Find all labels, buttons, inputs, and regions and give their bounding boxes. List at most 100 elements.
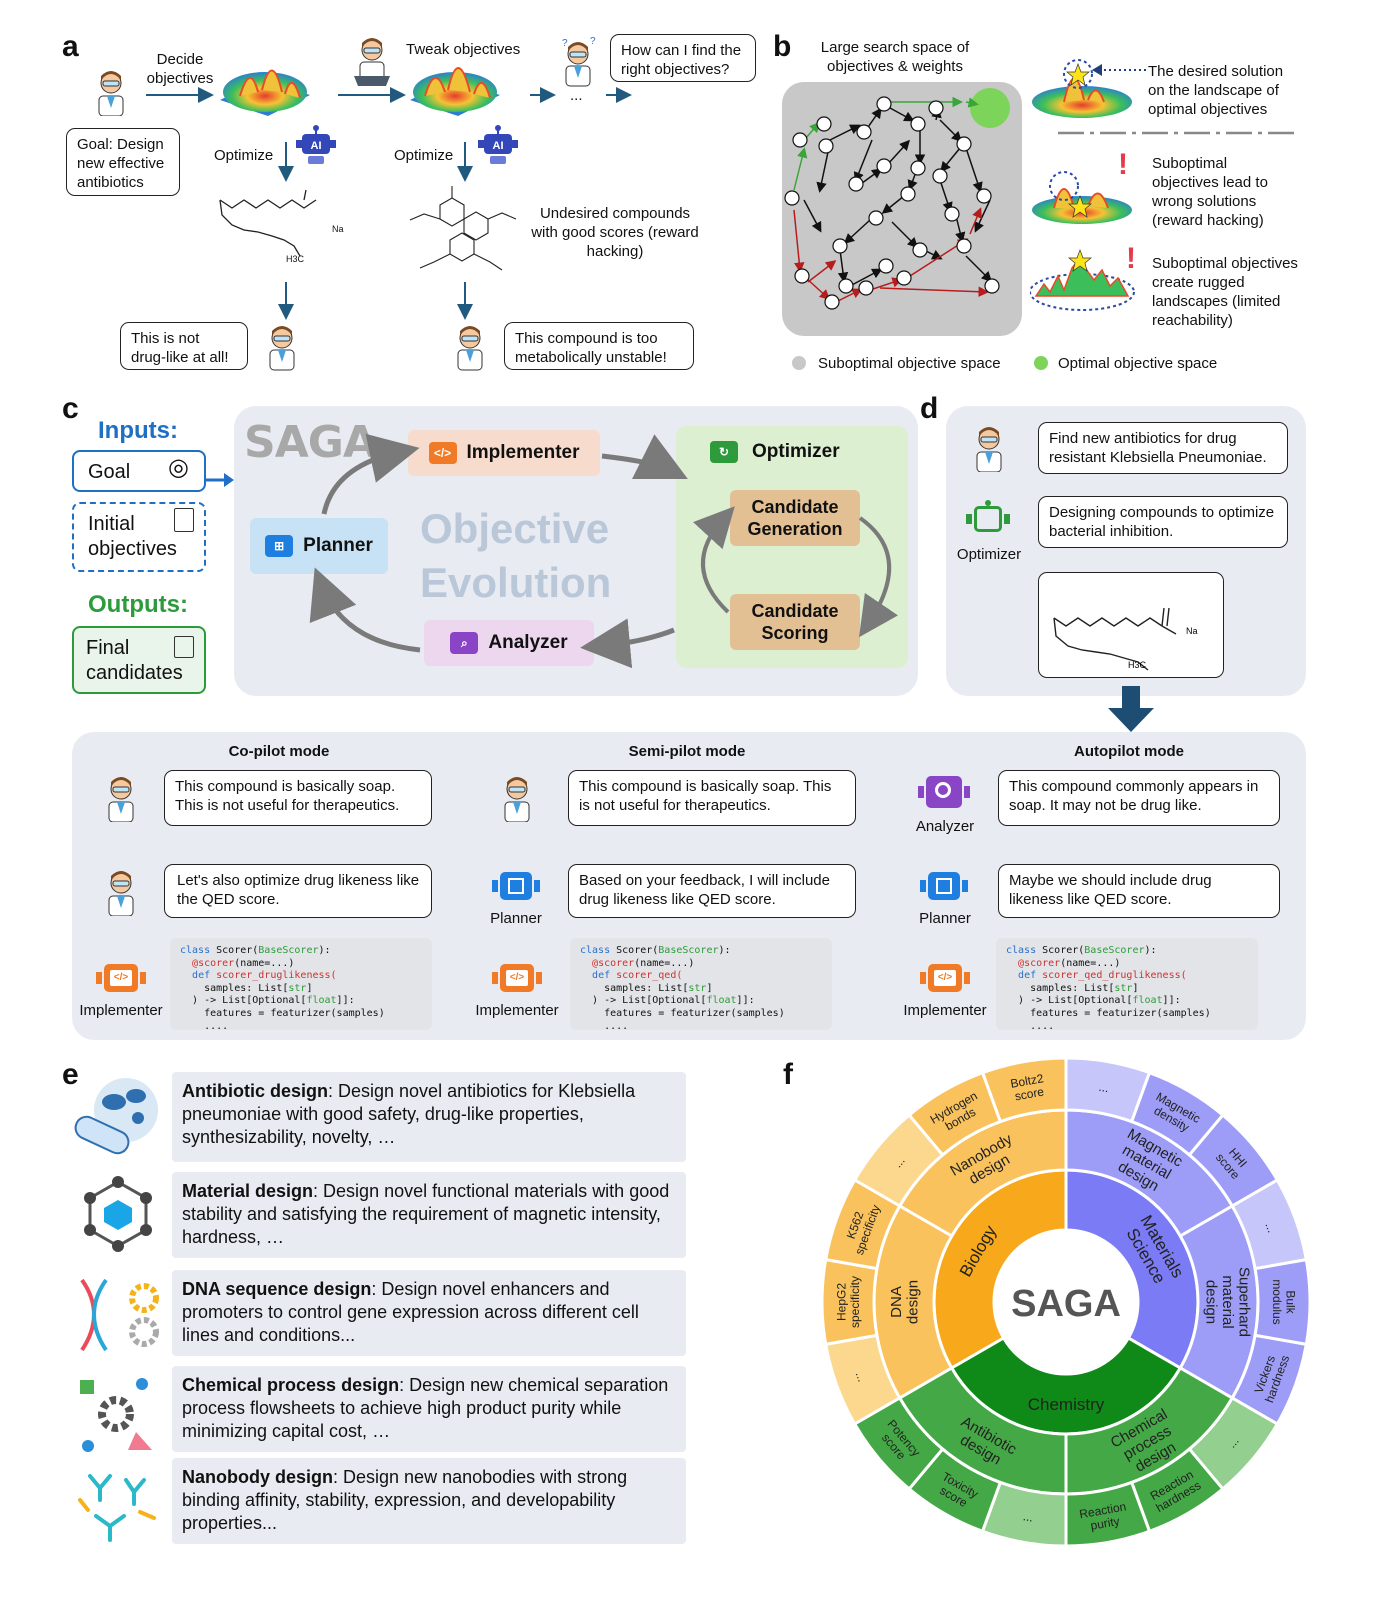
scientist-icon [98, 71, 124, 116]
analyzer-box: ⌕ Analyzer [424, 620, 594, 666]
optimize-label: Optimize [214, 147, 274, 164]
panel-label-f: f [783, 1058, 793, 1091]
goal-label: Goal [88, 461, 131, 483]
implementer-robot-icon-1: </> [96, 958, 146, 998]
copilot-bubble-2: Let's also optimize drug likeness like t… [164, 864, 432, 918]
outer-segment-1 [907, 1070, 1003, 1158]
analyzer-robot-icon [918, 770, 970, 814]
initial-objectives-label: Initial objectives [88, 513, 177, 560]
outer-label-6: ... [1098, 1080, 1110, 1096]
panel-label-e: e [62, 1058, 79, 1091]
tweak-objectives-label: Tweak objectives [406, 41, 521, 58]
implementer-robot-icon-2: </> [492, 958, 542, 998]
autopilot-bubble-2: Maybe we should include drug likeness li… [998, 864, 1280, 918]
request-bubble: Find new antibiotics for drug resistant … [1038, 422, 1288, 474]
molecule-sketch-1 [219, 189, 317, 257]
ai-robot-icon-2: AI [478, 125, 518, 164]
outer-segment-5 [823, 1333, 902, 1427]
outer-label-4: HepG2specificity [835, 1276, 862, 1328]
semipilot-title: Semi-pilot mode [628, 743, 746, 760]
goal-bubble: Goal: Design new effective antibiotics [66, 128, 180, 196]
analyzer-icon: ⌕ [450, 632, 479, 654]
svg-text:?: ? [562, 38, 568, 49]
complaint-bubble-1: This is not drug-like at all! [120, 322, 248, 370]
methyl-label: H3C [286, 254, 305, 264]
task-card-antibiotic: Antibiotic design: Design novel antibiot… [172, 1072, 686, 1162]
sunburst-center [994, 1230, 1138, 1374]
copilot-title: Co-pilot mode [228, 743, 330, 760]
optimize-label-2: Optimize [394, 147, 454, 164]
planner-box: ⊞ Planner [250, 518, 388, 574]
scientist-icon-d [976, 427, 1002, 472]
confused-scientist-icon: ?? [562, 36, 596, 87]
planner-caption-autopilot: Planner [919, 910, 971, 927]
outer-label-5: ... [853, 1370, 870, 1384]
legend-optimal-dot [1034, 356, 1048, 370]
analyzer-caption: Analyzer [915, 818, 975, 835]
optimizer-header: ↻ Optimizer [700, 434, 890, 470]
copilot-bubble-1: This compound is basically soap. This is… [164, 770, 432, 826]
scientist-icon-copilot [108, 777, 134, 822]
autopilot-bubble-1: This compound commonly appears in soap. … [998, 770, 1280, 826]
document-icon [174, 508, 194, 532]
cycle-arrows [309, 433, 899, 669]
planner-icon: ⊞ [265, 535, 294, 557]
task-card-dna: DNA sequence design: Design novel enhanc… [172, 1270, 686, 1356]
implementer-label: Implementer [466, 442, 580, 463]
landscape-2 [410, 67, 500, 116]
planner-label: Planner [303, 535, 373, 556]
saga-watermark: SAGA [244, 417, 377, 468]
svg-text:Na: Na [1186, 626, 1198, 636]
panel-a-graphics [146, 67, 632, 320]
task-card-chemical: Chemical process design: Design new chem… [172, 1366, 686, 1452]
optimizer-caption: Optimizer [956, 546, 1022, 563]
undesired-compounds-label: Undesired compounds with good scores (re… [531, 205, 699, 260]
initial-objectives-box [72, 502, 206, 572]
dna-gear-icon [80, 1278, 159, 1352]
outer-segment-17 [852, 1395, 945, 1492]
landscape-1 [220, 69, 310, 116]
optimizer-robot-icon [966, 500, 1010, 540]
ellipsis: ... [570, 87, 583, 104]
ai-label-2: AI [493, 140, 504, 152]
pointer-arrow [1092, 64, 1146, 76]
autopilot-title: Autopilot mode [1074, 743, 1184, 760]
objective-evolution-line2: Evolution [420, 559, 612, 606]
sunburst-center-label: SAGA [1011, 1283, 1121, 1325]
inputs-heading: Inputs: [98, 417, 178, 444]
material-lattice-icon [84, 1176, 152, 1252]
outer-label-0: Boltz2score [1009, 1071, 1047, 1104]
scientist-icon-copilot-2 [108, 871, 134, 916]
legend-suboptimal-label: Suboptimal objective space [818, 355, 1001, 372]
suboptimal-wrong-label: Suboptimal objectives lead to wrong solu… [1152, 155, 1268, 229]
molecule-sketch-d: Na H3C [1053, 607, 1198, 671]
ai-robot-icon: AI [296, 125, 336, 164]
warning-icon: ! [1118, 148, 1128, 181]
middle-label-3: Superhardmaterialdesign [1202, 1267, 1252, 1337]
sodium-label: Na [332, 224, 344, 234]
question-bubble: How can I find the right objectives? [610, 34, 756, 82]
task-card-material: Material design: Design novel functional… [172, 1172, 686, 1258]
implementer-caption-1: Implementer [79, 1002, 163, 1019]
target-icon: ◎ [168, 454, 189, 481]
search-graph [782, 82, 1022, 336]
outer-segment-2 [852, 1112, 945, 1209]
legend-suboptimal-dot [792, 356, 806, 370]
inner-label-chemistry: Chemistry [1028, 1395, 1105, 1414]
svg-text:?: ? [590, 36, 596, 47]
scientist-laptop-icon [354, 38, 390, 86]
implementer-box: </> Implementer [408, 430, 600, 476]
outer-label-15: ... [1022, 1509, 1034, 1525]
dash-divider [1058, 131, 1294, 135]
implementer-icon: </> [428, 442, 457, 464]
warning-icon-2: ! [1126, 242, 1136, 275]
goal-input-box [72, 450, 206, 492]
scientist-icon-semipilot [504, 777, 530, 822]
outputs-heading: Outputs: [88, 591, 188, 618]
optimizer-icon: ↻ [710, 441, 738, 463]
search-space-title: Large search space of objectives & weigh… [820, 39, 970, 75]
code-block-copilot: class Scorer(BaseScorer): @scorer(name=.… [170, 938, 432, 1032]
ai-label: AI [311, 140, 322, 152]
final-candidates-box [72, 626, 206, 694]
